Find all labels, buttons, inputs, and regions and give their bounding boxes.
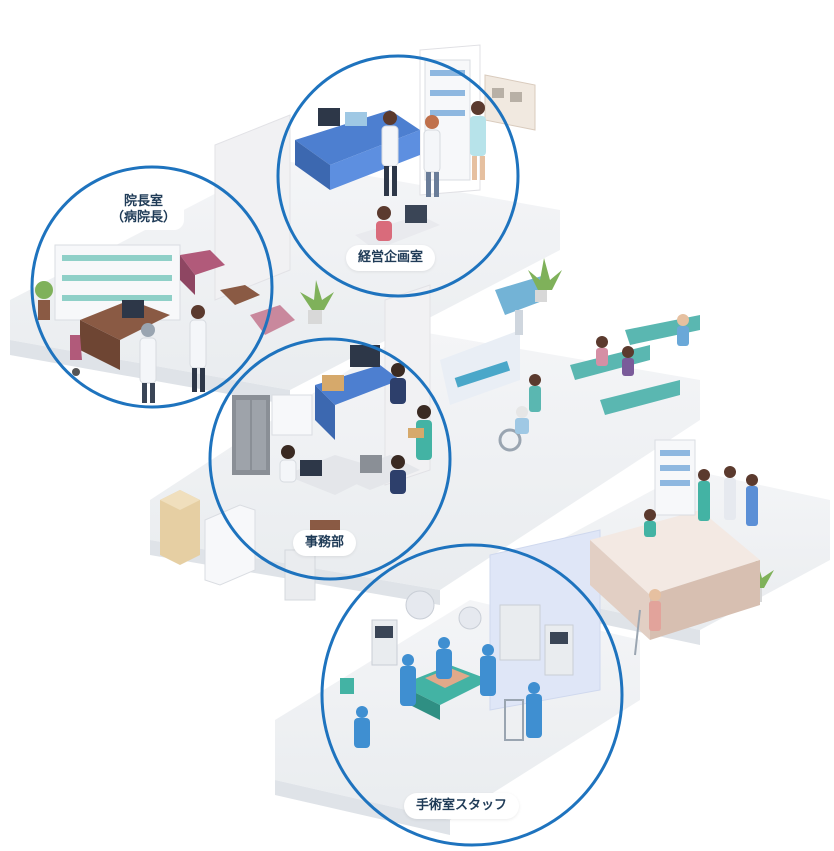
- surgery-room-label: 手術室スタッフ: [404, 793, 520, 819]
- nurse-station: [590, 439, 760, 656]
- admin-room-ring: [208, 337, 452, 581]
- director-room-title: 院長室: [124, 194, 164, 209]
- supply-shelves: [424, 59, 536, 181]
- surgery-room-ring: [320, 543, 624, 847]
- planning-room-scene: [295, 101, 486, 250]
- surgery-room-scene: [340, 590, 574, 748]
- planning-room-label: 経営企画室: [346, 245, 436, 271]
- reception-area: [300, 258, 774, 602]
- director-room-subtitle: （病院長）: [111, 210, 177, 225]
- admin-room-label: 事務部: [293, 530, 357, 556]
- admin-room-scene: [232, 345, 432, 530]
- planning-room-ring: [276, 54, 520, 298]
- director-room-scene: [35, 244, 295, 403]
- director-room-label: 院長室 （病院長）: [103, 190, 185, 230]
- director-room-ring: [30, 165, 274, 409]
- storage-boxes: [160, 490, 316, 601]
